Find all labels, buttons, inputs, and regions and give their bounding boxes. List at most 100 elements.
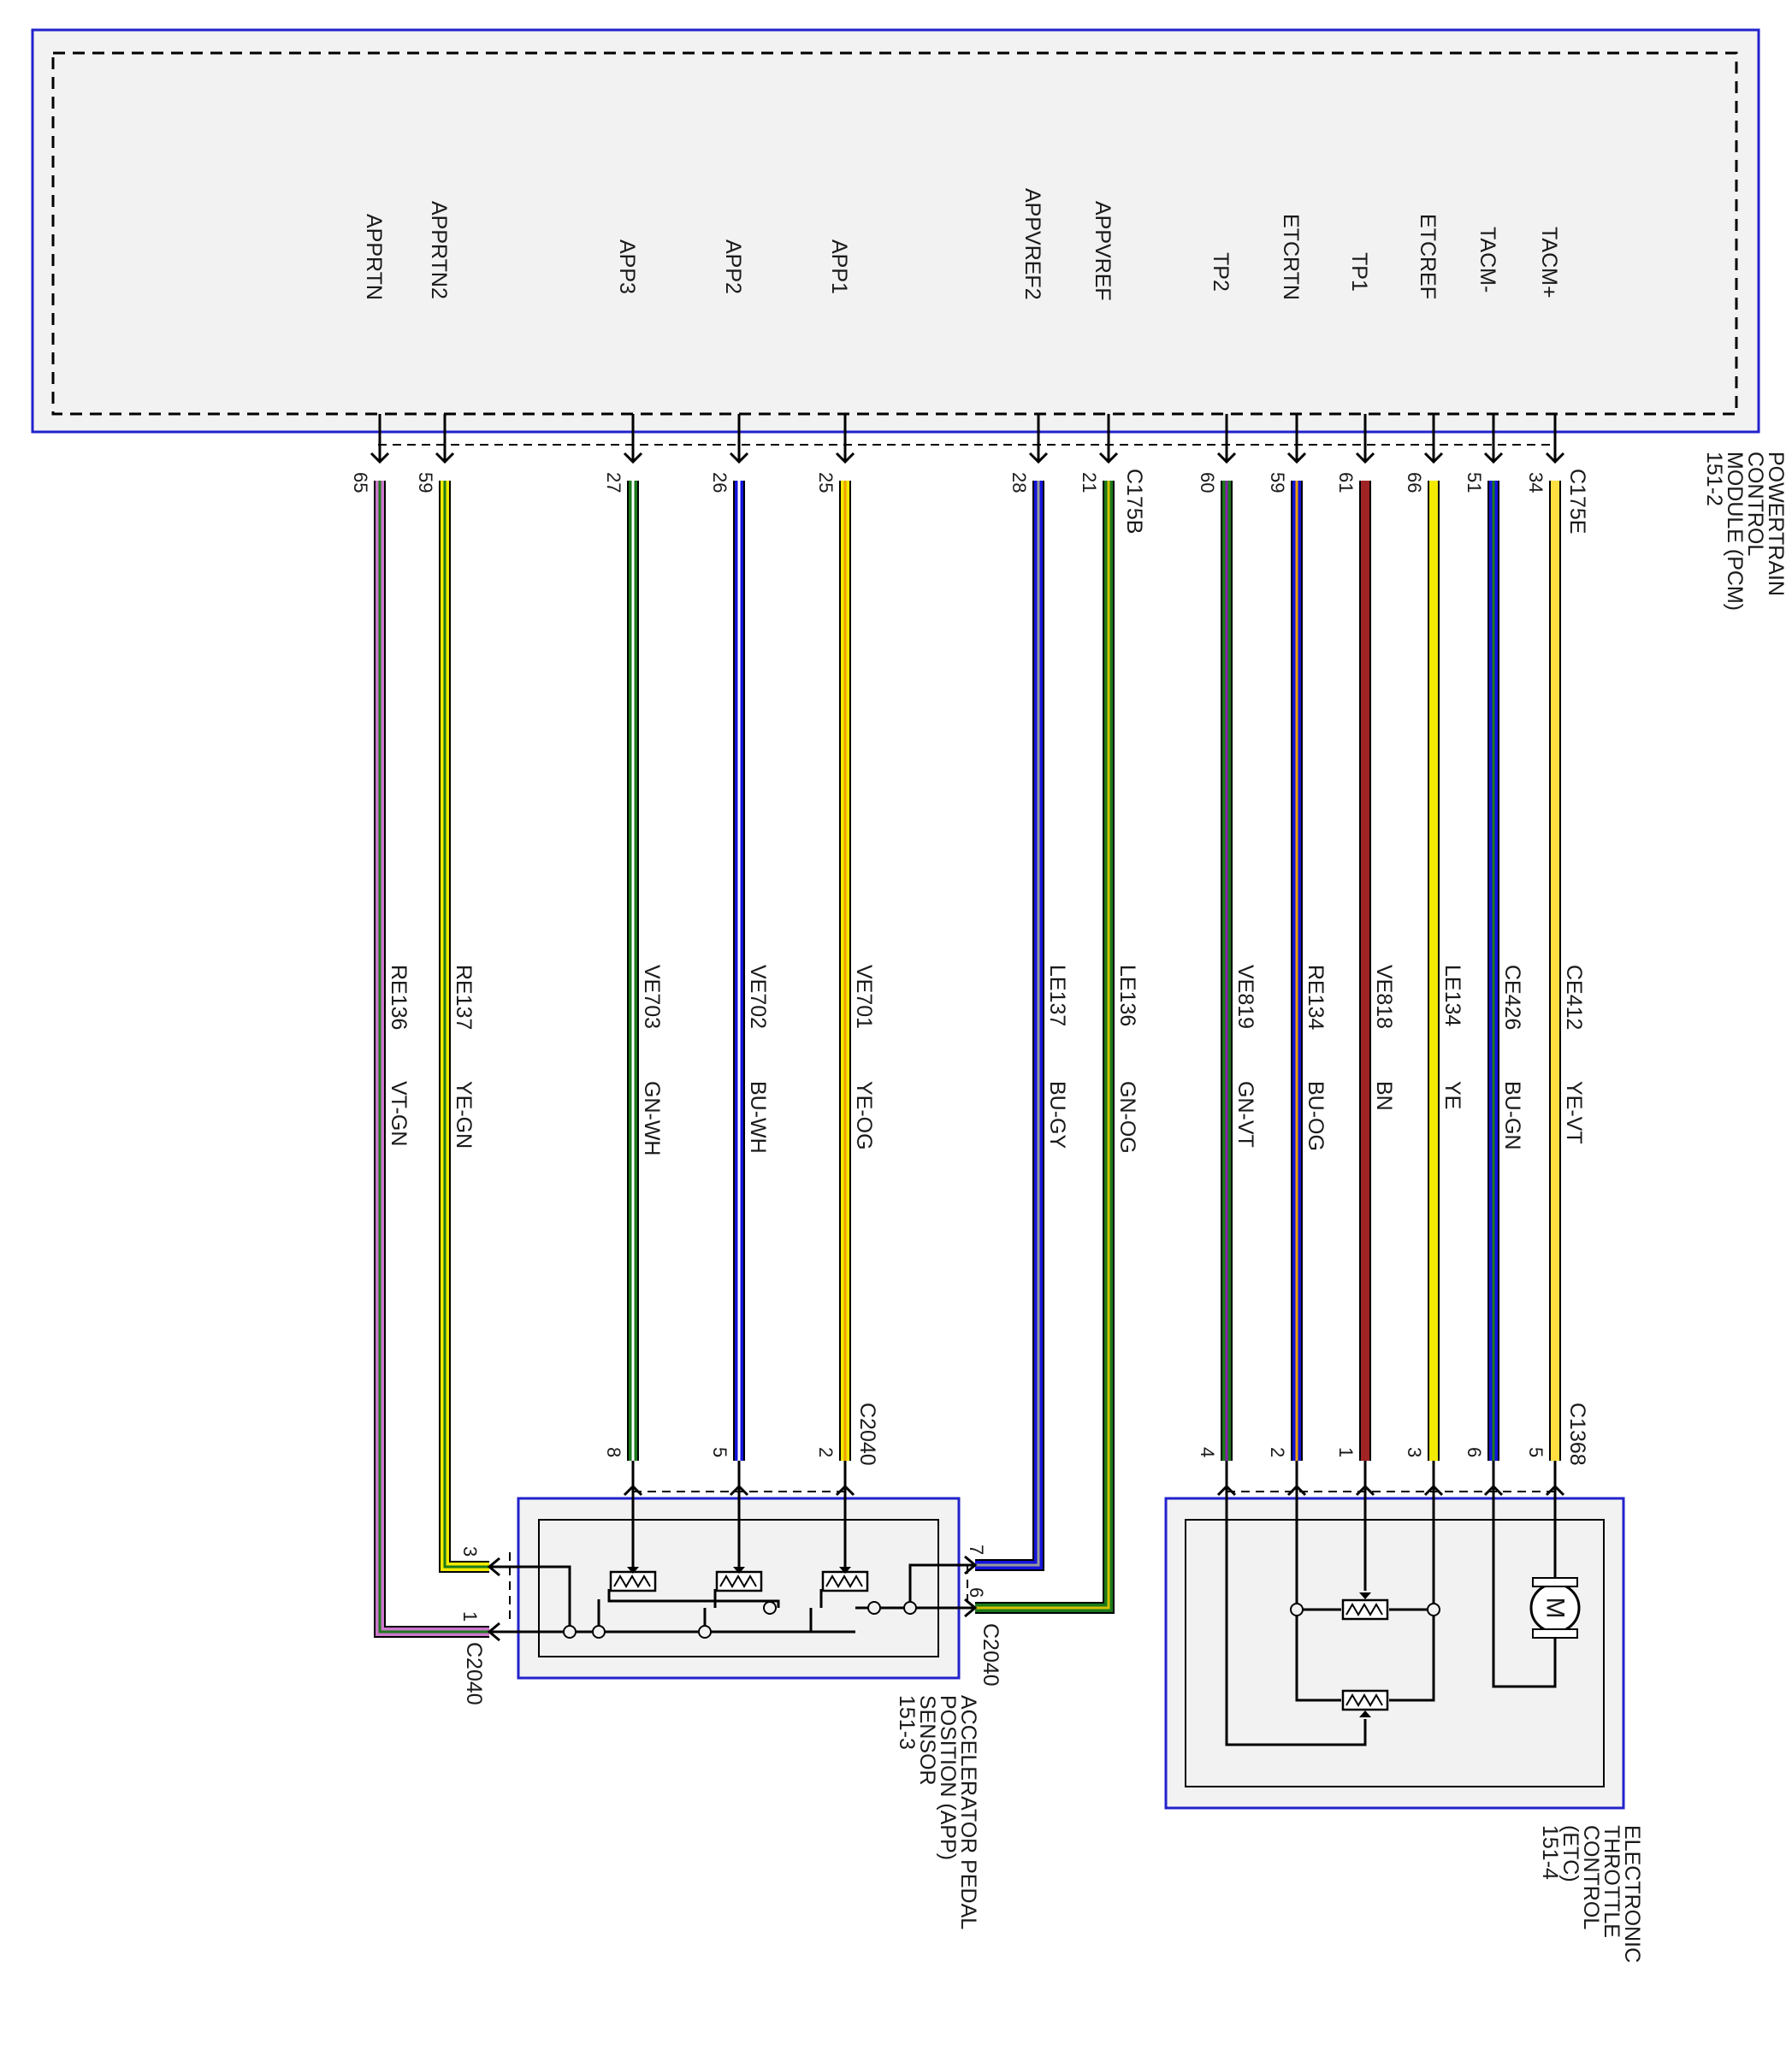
app-sensor-name: ACCELERATOR PEDAL POSITION (APP) SENSOR … <box>895 1695 980 1929</box>
etc-internals <box>1225 1486 1557 1746</box>
circuit-id-app3-2: VE703 <box>640 965 664 1029</box>
pcm-signal-apprtn-0: APPRTN <box>362 214 386 300</box>
pcm-pin-tacm-12: 34 <box>1525 472 1547 493</box>
pcm-signal-tp1-9: TP1 <box>1347 252 1371 292</box>
wire-stripe-appvref-6 <box>975 481 1110 1610</box>
pcm-pin-arrow-etcref-10 <box>1423 452 1444 464</box>
pcm-pin-arrow-tacm-neg-11 <box>1483 452 1504 464</box>
dest-pin-appvref-6: 6 <box>966 1587 987 1598</box>
pcm-signal-etcref-10: ETCREF <box>1416 214 1440 299</box>
pcm-pin-apprtn-0: 65 <box>350 472 371 493</box>
color-code-etcref-10: YE <box>1440 1081 1464 1109</box>
pcm-connector-c175b: C175B <box>1122 469 1146 534</box>
dest-pin-tp2-7: 4 <box>1197 1447 1218 1457</box>
pcm-name: POWERTRAIN CONTROL MODULE (PCM) 151-2 <box>1702 452 1788 611</box>
pcm-pin-appvref2-5: 28 <box>1008 472 1030 493</box>
wire-stripe-appvref2-5 <box>975 481 1040 1567</box>
dest-pin-tacm-neg-11: 6 <box>1464 1447 1485 1457</box>
pcm-module-box <box>31 28 1760 434</box>
app-name-line-2: POSITION (APP) <box>936 1695 960 1860</box>
color-code-appvref-6: GN-OG <box>1115 1081 1139 1154</box>
circuit-id-app2-3: VE702 <box>746 965 770 1029</box>
etc-inner <box>1185 1519 1605 1787</box>
wire-stripe-apprtn2-1 <box>443 481 489 1569</box>
pcm-signal-appvref-6: APPVREF <box>1091 201 1115 301</box>
pcm-signal-tacm-12: TACM+ <box>1537 227 1561 298</box>
circuit-id-tacm-neg-11: CE426 <box>1500 965 1524 1030</box>
pcm-pin-arrow-appvref2-5 <box>1028 452 1049 464</box>
color-code-tp1-9: BN <box>1372 1081 1396 1111</box>
etc-name-line-5: 151-4 <box>1538 1825 1562 1880</box>
dest-pin-app2-3: 5 <box>709 1447 730 1457</box>
color-code-app3-2: GN-WH <box>640 1081 664 1155</box>
dest-pin-tacm-12: 5 <box>1525 1447 1547 1457</box>
etc-elements: M <box>1290 1577 1581 1717</box>
circuit-id-app1-4: VE701 <box>852 965 876 1029</box>
pcm-pin-arrow-app1-4 <box>835 452 855 464</box>
etc-name-line-3: CONTROL <box>1579 1825 1603 1929</box>
pcm-pin-apprtn2-1: 59 <box>415 472 436 493</box>
color-code-app2-3: BU-WH <box>746 1081 770 1154</box>
pcm-name-line-2: CONTROL <box>1743 452 1767 556</box>
color-code-tacm-neg-11: BU-GN <box>1500 1081 1524 1150</box>
pcm-signal-app1-4: APP1 <box>827 239 851 294</box>
pcm-pin-app2-3: 26 <box>709 472 730 493</box>
app-connector-right: C2040 <box>979 1623 1002 1687</box>
circuit-id-etcref-10: LE134 <box>1440 965 1464 1026</box>
pcm-name-line-4: 151-2 <box>1702 452 1726 506</box>
pcm-connector-c175e: C175E <box>1565 469 1589 534</box>
dest-pin-app1-4: 2 <box>815 1447 837 1457</box>
app-name-line-1: ACCELERATOR PEDAL <box>956 1695 980 1929</box>
color-code-tacm-12: YE-VT <box>1562 1081 1586 1144</box>
pcm-pin-tp1-9: 61 <box>1335 472 1357 493</box>
dest-pin-tp1-9: 1 <box>1335 1447 1357 1457</box>
pcm-signal-app2-3: APP2 <box>721 239 745 294</box>
circuit-id-appvref-6: LE136 <box>1115 965 1139 1026</box>
pcm-signal-tp2-7: TP2 <box>1209 252 1233 292</box>
pcm-pin-appvref-6: 21 <box>1079 472 1100 493</box>
label-layer: 1APPRTN65RE136VT-GN3APPRTN259RE137YE-GN8… <box>350 188 1586 1622</box>
etc-name-line-1: ELECTRONIC <box>1620 1825 1644 1963</box>
pcm-signal-appvref2-5: APPVREF2 <box>1020 188 1044 300</box>
etc-motor-symbol: M <box>1541 1598 1570 1619</box>
dest-pin-etcref-10: 3 <box>1404 1447 1425 1457</box>
pcm-pin-arrow-etcrtn-8 <box>1286 452 1307 464</box>
app-name-line-3: SENSOR <box>915 1695 939 1786</box>
circuit-id-apprtn2-1: RE137 <box>452 965 476 1030</box>
pcm-pin-arrow-tp1-9 <box>1355 452 1375 464</box>
color-code-tp2-7: GN-VT <box>1233 1081 1257 1148</box>
etc-name: ELECTRONIC THROTTLE CONTROL (ETC) 151-4 <box>1538 1825 1644 1963</box>
pcm-pin-arrow-apprtn2-1 <box>435 452 455 464</box>
wire-layer <box>370 414 1565 1642</box>
dest-pin-appvref2-5: 7 <box>966 1545 987 1555</box>
pcm-pin-arrow-appvref-6 <box>1098 452 1119 464</box>
pcm-pin-etcrtn-8: 59 <box>1267 472 1288 493</box>
wire-outline-appvref2-5 <box>975 481 1044 1571</box>
pcm-pin-arrow-tp2-7 <box>1216 452 1237 464</box>
pcm-name-line-3: MODULE (PCM) <box>1723 452 1747 611</box>
circuit-id-etcrtn-8: RE134 <box>1304 965 1328 1031</box>
pcm-pin-app1-4: 25 <box>815 472 837 493</box>
color-code-apprtn2-1: YE-GN <box>452 1081 476 1149</box>
etc-name-line-4: (ETC) <box>1558 1825 1582 1882</box>
etc-name-line-2: THROTTLE <box>1600 1825 1623 1938</box>
pcm-signal-etcrtn-8: ETCRTN <box>1279 214 1303 300</box>
pcm-pin-tacm-neg-11: 51 <box>1464 472 1485 493</box>
circuit-id-apprtn-0: RE136 <box>387 965 411 1030</box>
pcm-pin-etcref-10: 66 <box>1404 472 1425 493</box>
circuit-id-tp1-9: VE818 <box>1372 965 1396 1029</box>
app-sensor-elements <box>563 1567 917 1639</box>
circuit-id-tp2-7: VE819 <box>1233 965 1257 1029</box>
pcm-pin-tp2-7: 60 <box>1197 472 1218 493</box>
wire-appvref2-5 <box>975 481 1043 1569</box>
color-code-appvref2-5: BU-GY <box>1045 1081 1069 1149</box>
app-connector-top: C2040 <box>855 1403 879 1466</box>
etc-connector: C1368 <box>1565 1403 1589 1466</box>
pcm-pin-app3-2: 27 <box>603 472 624 493</box>
dest-pin-apprtn-0: 1 <box>459 1611 481 1622</box>
pcm-name-line-1: POWERTRAIN <box>1764 452 1788 596</box>
color-code-app1-4: YE-OG <box>852 1081 876 1150</box>
pcm-signal-apprtn2-1: APPRTN2 <box>427 201 451 299</box>
pcm-signal-app3-2: APP3 <box>615 239 639 294</box>
